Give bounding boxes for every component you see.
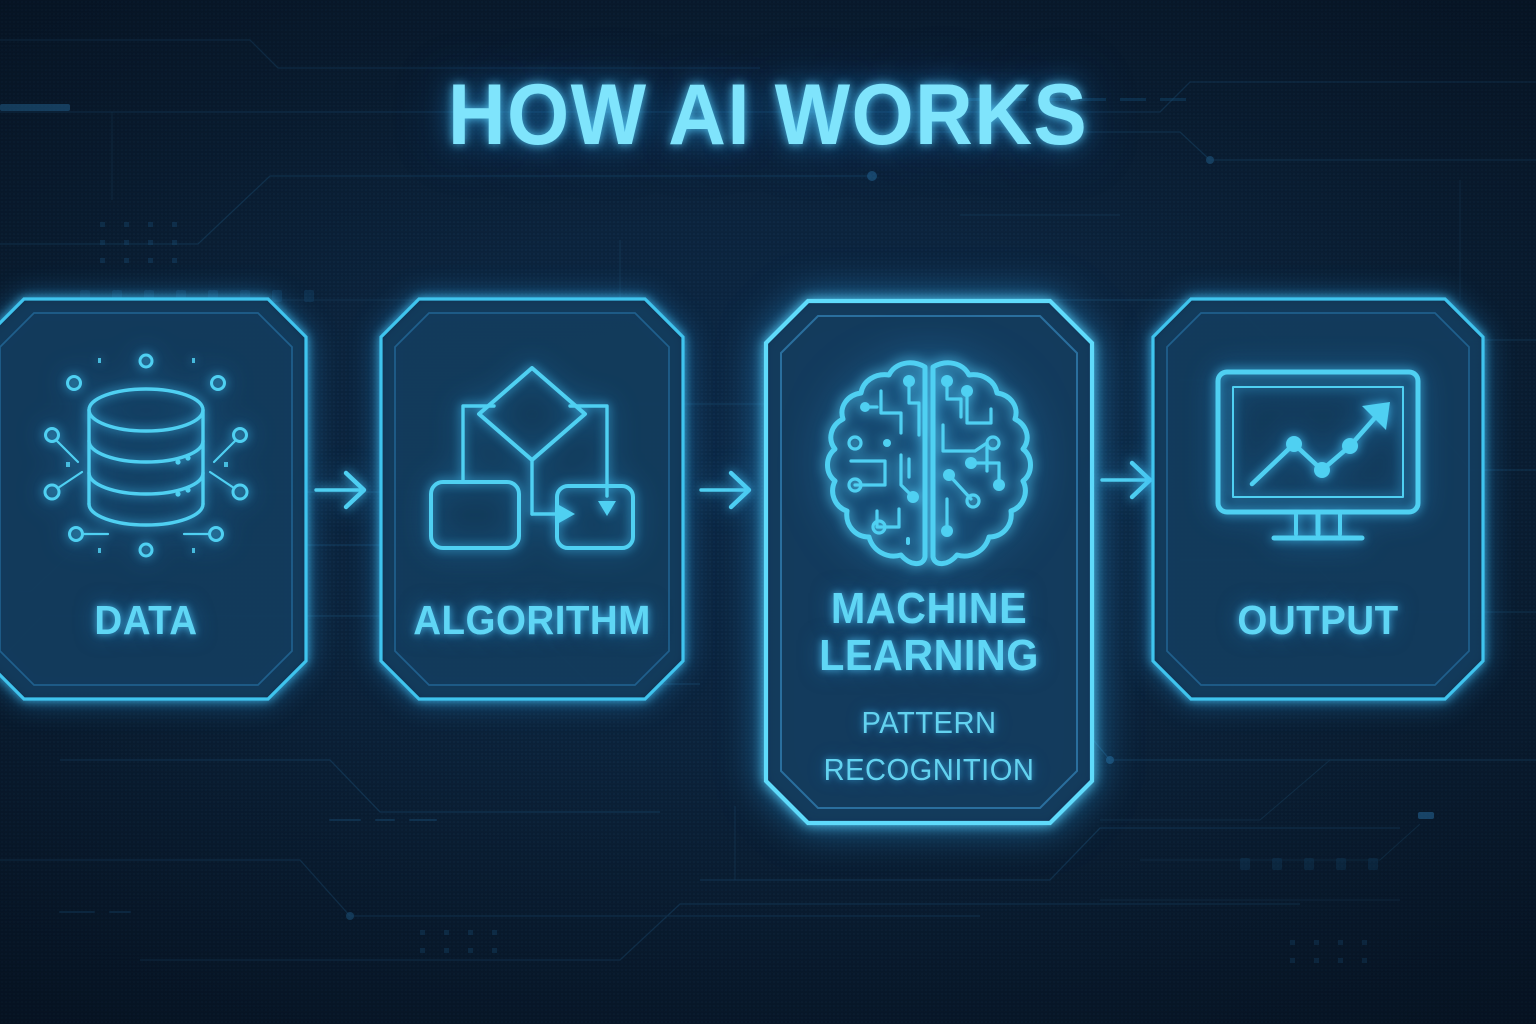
arrow-right-icon [314,470,367,510]
arrow-right-icon [1100,460,1153,500]
card-title-data: DATA [94,597,198,643]
card-frame-machine-learning [763,298,1095,826]
flow-step-algorithm[interactable]: ALGORITHM [379,297,685,701]
card-title-output: OUTPUT [1237,597,1399,643]
icon-wrap-algorithm [381,357,683,557]
icon-wrap-data [0,347,306,567]
circuit-brain-icon [825,360,1033,566]
icon-wrap-machine-learning [766,349,1092,581]
labels-output: OUTPUT [1153,597,1483,643]
flow-step-data[interactable]: DATA [0,297,308,701]
card-title-machine-learning-line2: LEARNING [819,630,1039,680]
database-icon [43,353,249,558]
card-frame-data [0,297,308,701]
flow-step-machine-learning[interactable]: MACHINE LEARNING PATTERN RECOGNITION [763,298,1095,826]
arrow-ml-to-output [1098,452,1162,508]
card-title-machine-learning-line1: MACHINE [830,584,1028,633]
page-title: HOW AI WORKS [447,67,1089,163]
flowchart-icon [429,366,635,550]
monitor-chart-icon [1215,369,1421,541]
flow-step-output[interactable]: OUTPUT [1151,297,1485,701]
labels-data: DATA [0,597,306,643]
card-frame-output [1151,297,1485,701]
icon-wrap-output [1153,361,1483,561]
labels-algorithm: ALGORITHM [381,597,683,643]
arrow-right-icon [699,470,752,510]
card-title-algorithm: ALGORITHM [413,597,651,643]
labels-machine-learning: MACHINE LEARNING PATTERN RECOGNITION [766,584,1092,791]
arrow-algorithm-to-ml [697,462,761,518]
arrow-data-to-algorithm [312,462,376,518]
card-subtitle-machine-learning-line2: RECOGNITION [823,752,1035,788]
card-subtitle-machine-learning-line1: PATTERN [861,705,997,741]
